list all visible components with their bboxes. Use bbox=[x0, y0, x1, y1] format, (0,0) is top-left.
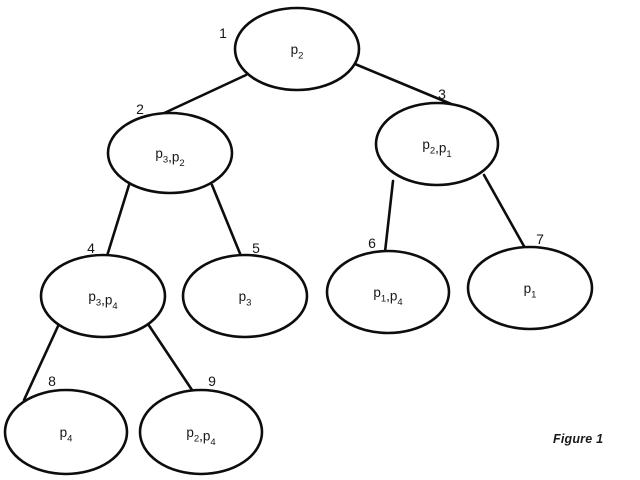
node-ellipse-1[interactable] bbox=[233, 6, 361, 92]
tree-edge-1-3 bbox=[353, 62, 458, 108]
node-number-7: 7 bbox=[536, 231, 544, 247]
node-label-2: p3,p2 bbox=[155, 146, 184, 170]
node-layer: p2 1 p3,p2 2 p2,p1 3 p3,p4 4 p3 5 p1,p4 6 p1 7 p4 8 p2,p… bbox=[3, 6, 594, 476]
node-label-5: p3 bbox=[239, 289, 252, 309]
node-ellipse-6[interactable] bbox=[325, 249, 451, 335]
tree-edge-2-5 bbox=[210, 183, 243, 258]
node-number-9: 9 bbox=[208, 373, 216, 389]
tree-node-2[interactable]: p3,p2 2 bbox=[106, 101, 234, 195]
node-ellipse-2[interactable] bbox=[106, 111, 234, 195]
node-label-6: p1,p4 bbox=[373, 285, 402, 309]
tree-edge-3-7 bbox=[482, 173, 527, 250]
tree-edge-4-8 bbox=[22, 322, 61, 402]
tree-node-6[interactable]: p1,p4 6 bbox=[325, 235, 451, 335]
node-label-4: p3,p4 bbox=[88, 289, 117, 313]
figure-caption: Figure 1 bbox=[553, 432, 604, 446]
node-label-8: p4 bbox=[60, 425, 73, 445]
edge-layer bbox=[22, 62, 527, 402]
tree-node-7[interactable]: p1 7 bbox=[466, 231, 594, 331]
node-ellipse-5[interactable] bbox=[181, 253, 309, 339]
tree-node-3[interactable]: p2,p1 3 bbox=[374, 86, 500, 187]
node-number-1: 1 bbox=[219, 25, 227, 41]
tree-node-1[interactable]: p2 1 bbox=[219, 6, 361, 92]
node-label-7: p1 bbox=[524, 281, 537, 301]
node-ellipse-8[interactable] bbox=[3, 388, 129, 476]
tree-node-5[interactable]: p3 5 bbox=[181, 240, 309, 339]
node-label-1: p2 bbox=[291, 42, 304, 62]
node-number-8: 8 bbox=[48, 373, 56, 389]
tree-edge-2-4 bbox=[105, 183, 131, 258]
tree-edge-1-2 bbox=[158, 73, 248, 117]
node-number-2: 2 bbox=[136, 101, 144, 117]
node-ellipse-9[interactable] bbox=[138, 388, 264, 476]
node-label-9: p2,p4 bbox=[186, 425, 215, 449]
node-number-4: 4 bbox=[87, 240, 95, 256]
node-number-5: 5 bbox=[252, 240, 260, 256]
tree-node-8[interactable]: p4 8 bbox=[3, 373, 129, 476]
tree-node-9[interactable]: p2,p4 9 bbox=[138, 373, 264, 476]
node-ellipse-4[interactable] bbox=[39, 253, 167, 339]
node-ellipse-3[interactable] bbox=[374, 101, 500, 187]
node-ellipse-7[interactable] bbox=[466, 245, 594, 331]
tree-edge-4-9 bbox=[146, 322, 198, 398]
node-number-3: 3 bbox=[438, 86, 446, 102]
tree-edge-3-6 bbox=[383, 179, 395, 254]
tree-node-4[interactable]: p3,p4 4 bbox=[39, 240, 167, 339]
node-number-6: 6 bbox=[368, 235, 376, 251]
node-label-3: p2,p1 bbox=[422, 137, 451, 161]
